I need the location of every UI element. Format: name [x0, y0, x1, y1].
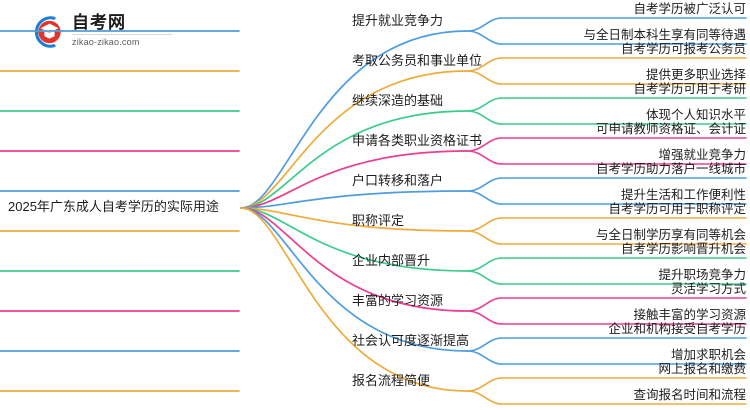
branch-spine	[240, 190, 468, 209]
branch-label[interactable]: 考取公务员和事业单位	[352, 53, 483, 68]
branch-label[interactable]: 报名流程简便	[352, 373, 431, 388]
leaf-label[interactable]: 查询报名时间和流程	[633, 388, 746, 402]
branch-label[interactable]: 提升就业竞争力	[352, 13, 444, 28]
branch-spine	[240, 207, 468, 352]
leaf-connector	[466, 70, 503, 85]
leaf-connector	[466, 150, 503, 165]
leaf-connector	[466, 177, 503, 192]
logo-mark-icon	[34, 16, 61, 48]
leaf-label[interactable]: 增加求职机会	[670, 348, 746, 362]
leaf-label[interactable]: 灵活学习方式	[670, 282, 746, 296]
leaf-connector	[466, 230, 503, 245]
leaf-label[interactable]: 提升生活和工作便利性	[620, 188, 746, 202]
logo-title: 自考网	[72, 13, 126, 32]
branch-label[interactable]: 企业内部晋升	[352, 253, 431, 268]
leaf-label[interactable]: 自考学历助力落户一线城市	[595, 162, 746, 176]
root-node[interactable]: 2025年广东成人自考学历的实际用途	[8, 199, 219, 214]
leaf-connector	[466, 257, 503, 272]
branch-label[interactable]: 社会认可度逐渐提高	[352, 333, 470, 348]
leaf-label[interactable]: 增强就业竞争力	[658, 148, 746, 162]
leaf-label[interactable]: 可申请教师资格证、会计证	[595, 122, 746, 136]
leaf-label[interactable]: 提升职场竞争力	[658, 268, 746, 282]
leaf-label[interactable]: 网上报名和缴费	[658, 362, 746, 376]
branch-spine	[240, 110, 468, 209]
site-logo: 自考网 zikao-zikao.com	[28, 12, 178, 52]
logo-domain: zikao-zikao.com	[72, 37, 140, 47]
leaf-label[interactable]: 与全日制学历享有同等机会	[595, 228, 746, 242]
leaf-connector	[466, 190, 503, 205]
leaf-label[interactable]: 接触丰富的学习资源	[633, 308, 746, 322]
leaf-connector	[466, 17, 503, 32]
logo-text-block: 自考网 zikao-zikao.com	[72, 12, 176, 48]
leaf-connector	[466, 270, 503, 285]
leaf-connector	[466, 297, 503, 312]
branch-label[interactable]: 继续深造的基础	[352, 93, 444, 108]
leaf-connector	[466, 350, 503, 365]
leaf-label[interactable]: 自考学历可报考公务员	[620, 42, 746, 56]
leaf-label[interactable]: 提供更多职业选择	[645, 68, 746, 82]
leaf-label[interactable]: 自考学历可用于考研	[633, 82, 746, 96]
leaf-label[interactable]: 企业和机构接受自考学历	[608, 322, 746, 336]
leaf-label[interactable]: 体现个人知识水平	[645, 108, 746, 122]
leaf-connector	[466, 377, 503, 392]
branch-label[interactable]: 申请各类职业资格证书	[352, 133, 483, 148]
leaf-connector	[466, 390, 503, 405]
leaf-connector	[466, 110, 503, 125]
leaf-connector	[466, 337, 503, 352]
leaf-label[interactable]: 自考学历影响晋升机会	[620, 242, 746, 256]
branch-label[interactable]: 丰富的学习资源	[352, 293, 444, 308]
leaf-label[interactable]: 与全日制本科生享有同等待遇	[583, 28, 746, 42]
branch-label[interactable]: 户口转移和落户	[352, 173, 444, 188]
leaf-label[interactable]: 自考学历被广泛认可	[633, 2, 746, 16]
logo-divider	[72, 34, 172, 35]
leaf-connector	[466, 30, 503, 45]
branch-label[interactable]: 职称评定	[352, 213, 405, 228]
leaf-label[interactable]: 自考学历可用于职称评定	[608, 202, 746, 216]
leaf-connector	[466, 217, 503, 232]
leaf-connector	[466, 97, 503, 112]
leaf-connector	[466, 310, 503, 325]
